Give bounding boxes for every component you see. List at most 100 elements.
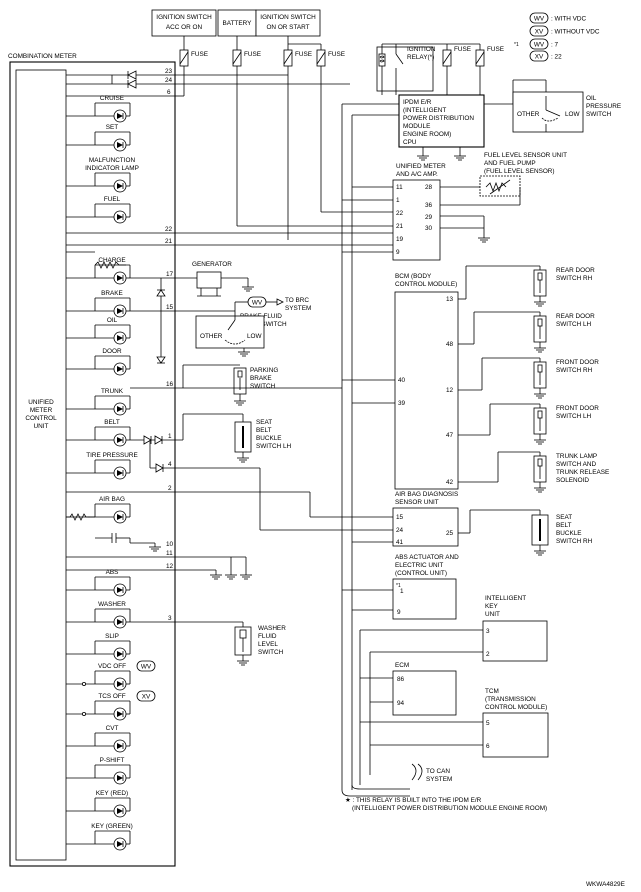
bulb-icon	[113, 510, 127, 524]
ecm-pin-86: 86	[397, 676, 405, 683]
door-label: SOLENOID	[556, 477, 589, 484]
diode-icon	[154, 435, 163, 445]
pin-21: 21	[165, 238, 173, 245]
diode-icon	[127, 79, 137, 89]
tcm: TCM (TRANSMISSION CONTROL MODULE) 5 6	[360, 688, 549, 758]
ground-icon	[149, 546, 161, 552]
door-label: TRUNK RELEASE	[556, 469, 609, 476]
legend-n2-code: XV	[535, 54, 544, 61]
to-can-line2: SYSTEM	[426, 776, 452, 783]
bulb-icon	[113, 433, 127, 447]
meter-grounds: 11 12	[66, 550, 252, 580]
bcm-pin-39: 39	[398, 400, 406, 407]
ac-pin-9: 9	[396, 249, 400, 256]
bulb-icon	[113, 583, 127, 597]
bcm-line1: BCM (BODY	[395, 273, 432, 280]
bulb-icon	[113, 331, 127, 345]
ground-icon	[237, 660, 249, 666]
oil-low: LOW	[565, 111, 581, 118]
legend-n1-text: : 7	[551, 42, 559, 49]
legend-xv-code: XV	[535, 29, 544, 36]
indicator-label: ABS	[106, 569, 119, 576]
seat-belt-rh-line1: SEAT	[556, 514, 572, 521]
legend-wv-code: WV	[534, 16, 545, 23]
ign-relay-line1: IGNITION	[407, 46, 436, 53]
indicator-label: KEY (RED)	[96, 790, 128, 797]
mcu-line3: CONTROL	[25, 415, 57, 422]
footnote-line2: (INTELLIGENT POWER DISTRIBUTION MODULE E…	[352, 805, 547, 812]
airbag-unit-line2: SENSOR UNIT	[395, 499, 439, 506]
indicator-row: DOOR	[66, 348, 131, 376]
door-label: FRONT DOOR	[556, 359, 599, 366]
indicator-label: SLIP	[105, 633, 119, 640]
meter-control-unit-label: UNIFIED METER CONTROL UNIT	[25, 399, 57, 430]
door-parking-wire: 16 PARKING BRAKE SWITCH	[130, 104, 343, 790]
indicator-row: CHARGE	[66, 257, 131, 285]
indicator-label: TCS OFF	[98, 693, 125, 700]
bulb-icon	[113, 466, 127, 480]
belt-wire: 1 SEAT BELT BUCKLE SWITCH LH 4 2	[66, 413, 393, 531]
oil-press-line3: SWITCH	[586, 111, 612, 118]
washer-line1: WASHER	[258, 625, 286, 632]
bulb-icon	[113, 138, 127, 152]
bcm-pin-40: 40	[398, 377, 406, 384]
parking-brake-line2: BRAKE	[250, 375, 272, 382]
ipdm-line3: POWER DISTRIBUTION	[403, 115, 474, 122]
abs-star: *1	[396, 583, 401, 589]
ab-pin-41: 41	[396, 539, 404, 546]
indicator-row: TCS OFF XV	[66, 690, 156, 721]
meter-control-unit-box	[15, 69, 67, 861]
indicator-label: DOOR	[102, 348, 122, 355]
ign-acc-line1: IGNITION SWITCH	[156, 14, 212, 21]
ground-icon	[234, 400, 246, 406]
indicator-row: P-SHIFT	[66, 757, 131, 785]
door-label: TRUNK LAMP	[556, 453, 597, 460]
fuse-label-ipdm-1: FUSE	[454, 46, 471, 53]
bulb-icon	[113, 739, 127, 753]
ground-icon	[534, 487, 546, 493]
mcu-line4: UNIT	[34, 423, 49, 430]
indicator-row: OIL	[66, 317, 131, 345]
pin-2: 2	[168, 485, 172, 492]
seat-belt-lh-line3: BUCKLE	[256, 435, 282, 442]
key-pin-2: 2	[486, 651, 490, 658]
ignition-switch-on-box: IGNITION SWITCH ON OR START	[255, 9, 321, 37]
brc-wv-code: WV	[252, 300, 263, 307]
bulb-icon	[113, 771, 127, 785]
pin-24: 24	[165, 77, 173, 84]
pin-12: 12	[166, 563, 174, 570]
indicator-label: INDICATOR LAMP	[85, 165, 139, 172]
indicator-row: ABS	[66, 569, 131, 597]
bulb-icon	[113, 210, 127, 224]
indicator-badge: WV	[141, 664, 152, 671]
seat-belt-lh-line2: BELT	[256, 427, 272, 434]
tcm-line3: CONTROL MODULE)	[485, 704, 547, 711]
footnote-line1: ★ : THIS RELAY IS BUILT INTO THE IPDM E/…	[345, 797, 482, 804]
key-pin-3: 3	[486, 628, 490, 635]
battery-label: BATTERY	[223, 20, 253, 27]
indicator-label: TRUNK	[101, 388, 124, 395]
indicator-label: CRUISE	[100, 95, 124, 102]
key-unit-line1: INTELLIGENT	[485, 595, 526, 602]
indicator-label: CHARGE	[98, 257, 125, 264]
legend-xv-text: : WITHOUT VDC	[551, 29, 600, 36]
bulb-icon	[113, 707, 127, 721]
oil-other: OTHER	[517, 111, 540, 118]
ground-icon	[534, 439, 546, 445]
indicator-label: TIRE PRESSURE	[86, 452, 138, 459]
door-label: REAR DOOR	[556, 313, 595, 320]
bcm-pin-48: 48	[446, 341, 454, 348]
ground-icon	[478, 237, 490, 243]
indicator-row: CRUISE	[66, 95, 131, 123]
fuse-ign-on: FUSE FUSE	[283, 36, 393, 240]
pin-3: 3	[168, 615, 172, 622]
seat-belt-rh-line3: BUCKLE	[556, 530, 582, 537]
indicator-badge: XV	[142, 694, 151, 701]
indicator-row: WASHER	[66, 601, 131, 629]
indicator-row: SET	[66, 124, 131, 152]
indicator-label: BELT	[104, 419, 120, 426]
bulb-icon	[113, 109, 127, 123]
